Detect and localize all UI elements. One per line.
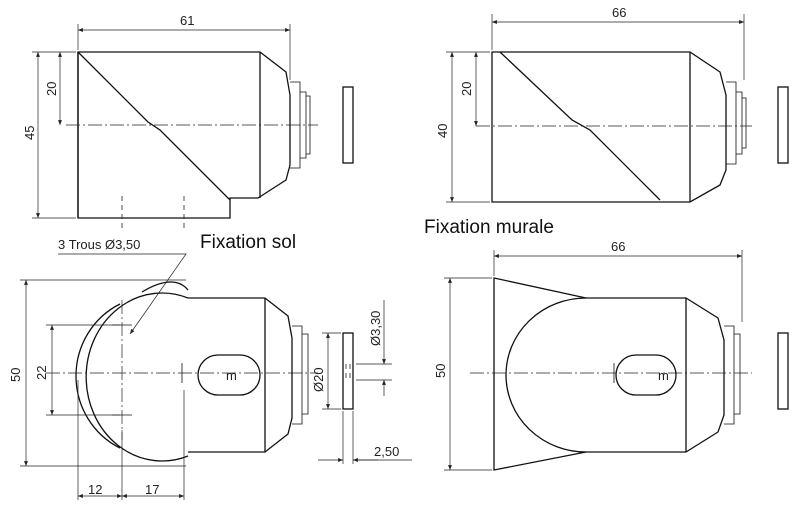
offset-b-label: 17 — [145, 482, 159, 497]
holes-note: 3 Trous Ø3,50 — [58, 237, 140, 252]
floor-title: Fixation sol — [200, 232, 296, 253]
wall-title: Fixation murale — [424, 217, 554, 238]
wall-top-view — [470, 277, 789, 471]
plate-diameter-label: Ø20 — [311, 367, 326, 392]
hole-spacing-label: 22 — [34, 366, 49, 380]
wall-magnet-mark: m — [658, 368, 669, 383]
wall-top-height-label: 50 — [433, 364, 448, 378]
offset-a-label: 12 — [88, 482, 102, 497]
floor-side-height-label: 45 — [22, 126, 37, 140]
floor-top-dimensions — [20, 279, 412, 500]
floor-side-dimensions — [32, 24, 291, 219]
wall-side-upper-label: 20 — [459, 82, 474, 96]
wall-side-width-label: 66 — [612, 5, 626, 20]
plate-thickness-label: 2,50 — [374, 444, 399, 459]
wall-side-dimensions — [446, 14, 745, 203]
floor-side-view — [66, 51, 354, 232]
wall-side-height-label: 40 — [435, 124, 450, 138]
floor-side-upper-label: 20 — [44, 82, 59, 96]
floor-side-width-label: 61 — [180, 13, 194, 28]
wall-top-dimensions — [444, 250, 743, 471]
floor-top-view — [46, 281, 354, 462]
wall-side-view — [476, 51, 789, 203]
plate-hole-label: Ø3,30 — [368, 311, 383, 346]
wall-top-width-label: 66 — [611, 239, 625, 254]
floor-top-height-label: 50 — [8, 368, 23, 382]
floor-magnet-mark: m — [226, 368, 237, 383]
